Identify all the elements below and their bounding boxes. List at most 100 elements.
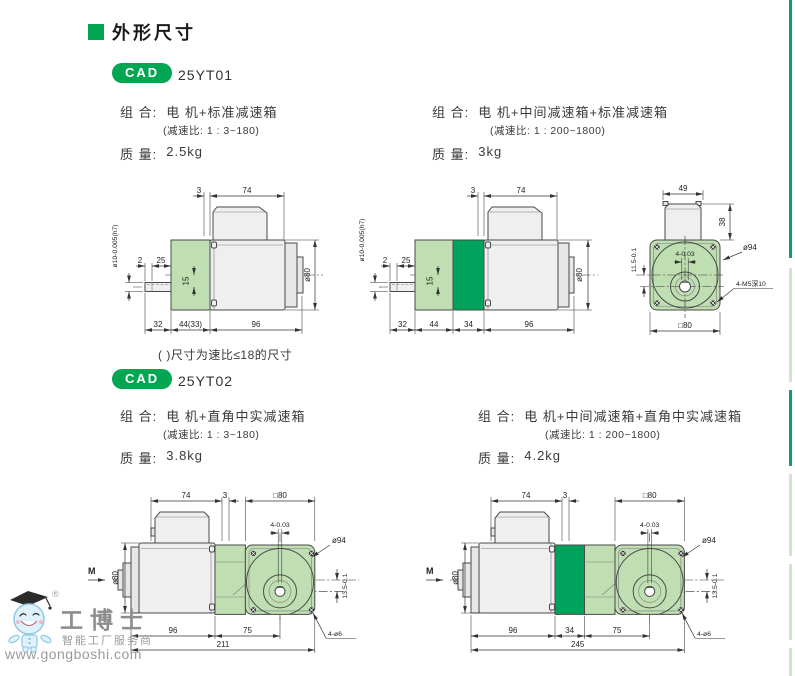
- mass-value: 3kg: [478, 144, 503, 159]
- ratio-note: (减速比: 1 : 200~1800): [490, 125, 606, 137]
- dim-label: 4-ø6: [328, 631, 342, 638]
- mass-value: 4.2kg: [524, 448, 562, 463]
- mass-row: 质 量: 3.8kg: [120, 448, 203, 467]
- edge-bar: [789, 564, 792, 640]
- dim-label: 96: [525, 320, 534, 329]
- dim-label: 44: [430, 320, 439, 329]
- mass-value: 3.8kg: [166, 448, 204, 463]
- dim-label: 34: [565, 626, 574, 635]
- edge-bar: [789, 268, 792, 382]
- dim-label: 25: [402, 256, 411, 265]
- drawing-yt02-mid-side: 74 3 □80 96 34 75 245 4-0.03 ø94 13.5-0.…: [426, 491, 725, 653]
- dim-label: ø94: [702, 536, 716, 545]
- combo-row: 组 合: 电 机+标准减速箱: [120, 102, 277, 121]
- registered-trademark-icon: ®: [52, 589, 59, 599]
- gearmotor-outline: [113, 511, 359, 623]
- mass-label: 质 量:: [432, 147, 470, 162]
- dim-label: 96: [169, 626, 178, 635]
- page-title: 外形尺寸: [112, 23, 196, 43]
- dim-label: 13.5-0.1: [342, 573, 349, 598]
- watermark-brand: 工博士: [60, 607, 150, 634]
- mass-label: 质 量:: [478, 451, 516, 466]
- combo-label: 组 合:: [120, 409, 158, 424]
- ratio-note: (减速比: 1 : 3~180): [163, 125, 260, 137]
- watermark-url: www.gongboshi.com: [5, 646, 142, 662]
- dim-label: 74: [182, 491, 191, 500]
- dim-label: ø10-0.005(h7): [112, 224, 119, 267]
- combo-label: 组 合:: [478, 409, 516, 424]
- drawing-yt02-side: 74 3 □80 96 75 211 4-0.03 ø94 13.5-0.1 4…: [88, 491, 359, 653]
- dim-label: 74: [522, 491, 531, 500]
- dim-label: 96: [252, 320, 261, 329]
- dim-label: 13.5-0.1: [712, 573, 719, 598]
- gearmotor-outline: [450, 511, 725, 623]
- drawing-yt01-front: 49 38 4-0.03 11.5-0.1 ø94 4-M5深10 □80: [631, 184, 773, 335]
- view-direction-label: M: [426, 566, 434, 576]
- dim-label: 32: [154, 320, 163, 329]
- section-marker-square: [88, 24, 104, 40]
- view-direction-label: M: [88, 566, 96, 576]
- combo-label: 组 合:: [432, 105, 470, 120]
- dim-label: 245: [571, 640, 585, 649]
- ratio-note: (减速比: 1 : 200~1800): [545, 429, 661, 441]
- edge-bar: [789, 648, 792, 676]
- edge-bar: [789, 474, 792, 556]
- dim-label: 2: [138, 256, 143, 265]
- dimensions: 74 3 □80 96 75 211 4-0.03 ø94 13.5-0.1 4…: [88, 491, 356, 653]
- dim-label: 4-M5深10: [736, 279, 766, 288]
- dim-label: ø80: [451, 571, 460, 585]
- combo-label: 组 合:: [120, 105, 158, 120]
- mass-value: 2.5kg: [166, 144, 204, 159]
- dim-label: 44(33): [179, 320, 202, 329]
- mass-row: 质 量: 4.2kg: [478, 448, 561, 467]
- gearmotor-outline: [133, 206, 323, 311]
- dimensions: 49 38 4-0.03 11.5-0.1 ø94 4-M5深10 □80: [631, 184, 773, 335]
- combo-value: 电 机+直角中实减速箱: [166, 409, 306, 424]
- dim-label: 3: [223, 491, 228, 500]
- edge-bar: [789, 0, 792, 258]
- dim-label: 11.5-0.1: [631, 248, 638, 273]
- mascot-head: [13, 603, 45, 635]
- gongboshi-mascot-logo: [8, 591, 52, 653]
- dimensions: 74 3 □80 96 34 75 245 4-0.03 ø94 13.5-0.…: [426, 491, 725, 653]
- combo-row: 组 合: 电 机+直角中实减速箱: [120, 406, 305, 425]
- cad-badge: CAD: [112, 63, 173, 83]
- drawing-yt01-mid-side: 3 74 32 44 34 96 2 25 15 ø80 ø10-0.005(h…: [359, 186, 598, 334]
- dim-label: □80: [643, 491, 657, 500]
- dimensions: 3 74 32 44(33) 96 2 25 15 ø80 ø10-0.005(…: [112, 186, 319, 334]
- combo-row: 组 合: 电 机+中间减速箱+直角中实减速箱: [478, 406, 742, 425]
- edge-bar: [789, 390, 792, 466]
- dim-label: 25: [157, 256, 166, 265]
- dim-label: 3: [563, 491, 568, 500]
- ratio-note: (减速比: 1 : 3~180): [163, 429, 260, 441]
- dim-label: 74: [517, 186, 526, 195]
- gearmotor-outline: [636, 201, 724, 318]
- gearmotor-outline: [379, 206, 598, 311]
- model-number-25yt02: 25YT02: [178, 373, 234, 389]
- dim-label: 211: [217, 640, 230, 649]
- graduation-cap-icon: [10, 591, 48, 606]
- dim-label: 4-0.03: [675, 251, 694, 258]
- dim-label: 4-0.03: [270, 522, 289, 529]
- combo-row: 组 合: 电 机+中间减速箱+标准减速箱: [432, 102, 668, 121]
- dim-label: 74: [243, 186, 252, 195]
- size-note: ( )尺寸为速比≤18的尺寸: [158, 348, 293, 362]
- dim-label: 4-ø6: [697, 631, 711, 638]
- dim-label: 38: [718, 217, 727, 226]
- drawing-yt01-side: 3 74 32 44(33) 96 2 25 15 ø80 ø10-0.005(…: [112, 186, 323, 334]
- mass-row: 质 量: 3kg: [432, 144, 502, 163]
- dim-label: ø94: [743, 243, 757, 252]
- combo-value: 电 机+中间减速箱+标准减速箱: [478, 105, 669, 120]
- dim-label: 15: [182, 276, 191, 285]
- mass-row: 质 量: 2.5kg: [120, 144, 203, 163]
- mass-label: 质 量:: [120, 147, 158, 162]
- mounting-hole-marks: [620, 550, 684, 613]
- dim-label: □80: [678, 321, 692, 330]
- mounting-hole-marks: [654, 244, 716, 306]
- dim-label: 49: [679, 184, 688, 193]
- dim-label: 32: [398, 320, 407, 329]
- dim-label: ø10-0.005(h7): [359, 218, 366, 261]
- model-number-25yt01: 25YT01: [178, 67, 234, 83]
- combo-value: 电 机+标准减速箱: [166, 105, 278, 120]
- dim-label: ø80: [303, 268, 312, 282]
